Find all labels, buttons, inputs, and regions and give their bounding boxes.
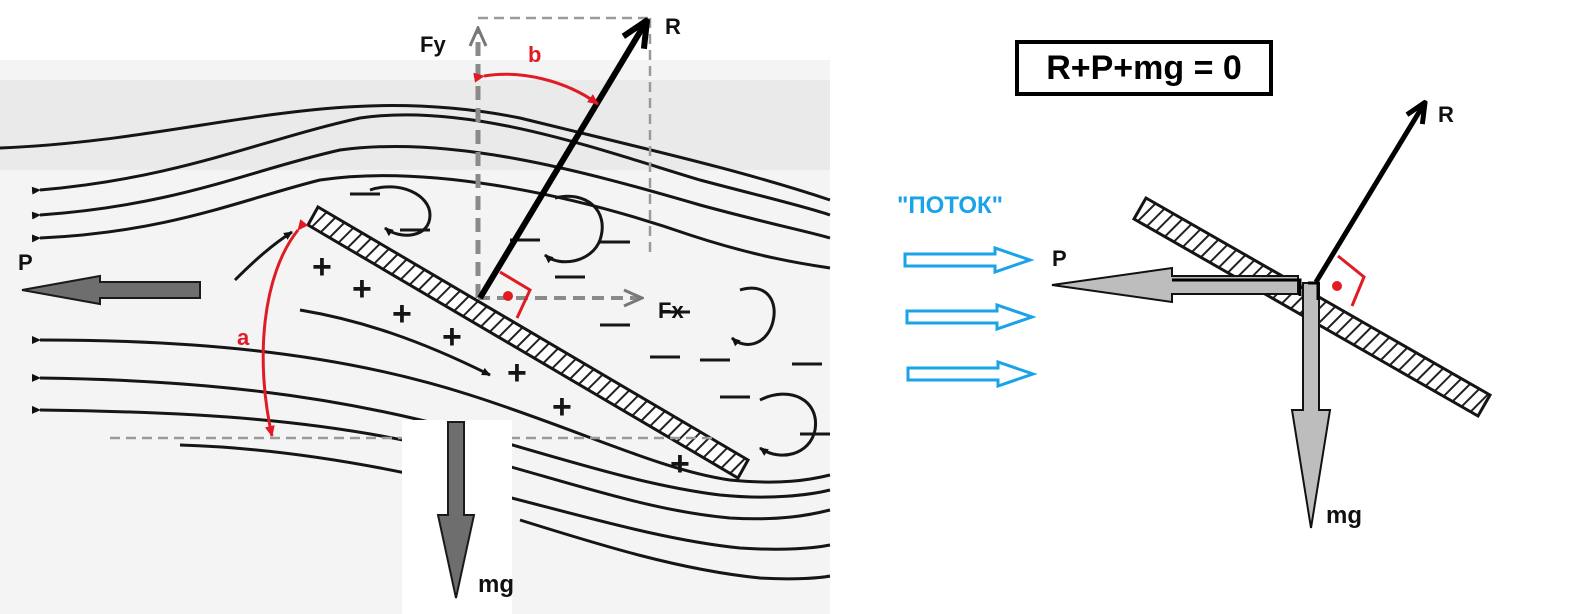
flow-arrow-icon (903, 245, 1035, 275)
right-right-angle-marker (1332, 254, 1366, 307)
right-mg-label: mg (1326, 502, 1362, 529)
minus-sign: — (400, 212, 430, 245)
streamline (519, 518, 831, 581)
right-panel: R P mg (1051, 102, 1493, 529)
vortex (544, 194, 604, 264)
p-label: P (18, 250, 33, 275)
plus-sign: + (670, 445, 690, 483)
mg-vector-group (402, 420, 512, 614)
minus-sign: — (660, 294, 690, 327)
streamline (299, 308, 491, 377)
p-vector (21, 274, 201, 306)
left-panel: — — — — — — — — — — — — + + + + + + + (0, 14, 831, 614)
minus-sign: — (700, 342, 730, 375)
connector-line (1172, 278, 1302, 296)
plus-sign: + (507, 354, 527, 392)
right-labels: R P mg (1052, 102, 1454, 529)
streamline (31, 113, 831, 217)
right-r-label: R (1438, 102, 1454, 127)
plus-sign: + (442, 318, 462, 356)
minus-sign: — (555, 259, 585, 292)
fx-label: Fx (658, 298, 684, 323)
angle-b-label: b (528, 42, 541, 67)
plus-sign: + (352, 270, 372, 308)
right-angle-dot (503, 291, 513, 301)
streamline (31, 373, 831, 499)
right-angle-dot (1332, 281, 1342, 291)
construction-lines (110, 16, 715, 440)
flow-arrow-icon (906, 359, 1038, 389)
right-angle-marker (499, 270, 532, 319)
right-r-vector (1313, 104, 1424, 284)
angle-a-arc (261, 219, 309, 437)
minus-sign: — (600, 224, 630, 257)
paper-top-shade (0, 80, 830, 170)
streamline (0, 104, 831, 202)
upper-streamlines (0, 104, 831, 270)
right-p-label: P (1052, 246, 1067, 271)
angle-b-arc (473, 72, 599, 106)
inclined-plate (305, 204, 751, 481)
minus-sign: — (792, 346, 822, 379)
minus-sign: — (720, 379, 750, 412)
fy-label: Fy (420, 32, 446, 57)
plate-body (305, 204, 751, 481)
flow-label: "ПОТОК" (897, 192, 1004, 219)
right-angle-line (1337, 254, 1366, 307)
r-label: R (665, 14, 681, 39)
high-pressure-signs: + + + + + + + (312, 248, 690, 483)
streamline (179, 443, 831, 551)
vortex (730, 286, 776, 347)
minus-sign: — (650, 339, 680, 372)
vortex (369, 185, 432, 237)
flow-arrows (903, 245, 1038, 389)
right-mg-vector (1290, 282, 1332, 529)
flow-arrow-icon (905, 302, 1037, 332)
minus-sign: — (600, 307, 630, 340)
mg-vector (436, 421, 476, 599)
minus-sign: — (350, 176, 380, 209)
streamline (31, 144, 831, 240)
equilibrium-equation: R+P+mg = 0 (1015, 40, 1273, 96)
vortex (759, 392, 817, 457)
plus-sign: + (392, 295, 412, 333)
plus-sign: + (312, 248, 332, 286)
vortices (369, 185, 817, 457)
plus-sign: + (552, 388, 572, 426)
streamline (31, 335, 831, 484)
streamline (31, 174, 831, 270)
r-vector (477, 22, 646, 300)
angle-a-label: a (237, 325, 250, 350)
left-labels: Fy R Fx P mg b a (18, 14, 684, 598)
minus-sign: — (800, 416, 830, 449)
mg-label: mg (478, 571, 514, 598)
right-angle-line (499, 270, 532, 319)
right-p-vector (1051, 266, 1299, 304)
